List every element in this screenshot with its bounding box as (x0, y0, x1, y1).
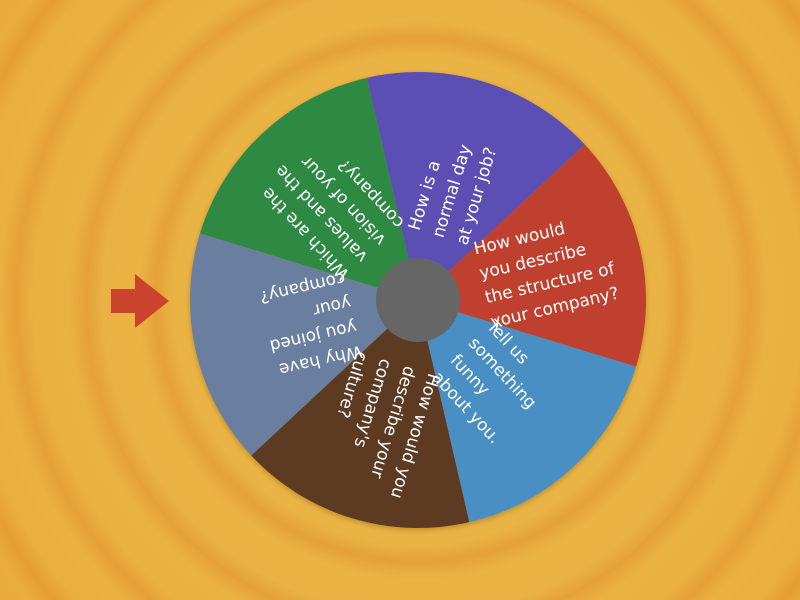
wheel-segment[interactable] (418, 300, 637, 523)
arrow-pointer-icon (111, 274, 169, 328)
wheel-segment[interactable] (251, 300, 470, 529)
wheel-segment[interactable] (189, 233, 418, 456)
wheel-segment[interactable] (199, 77, 418, 300)
wheel-segment[interactable] (366, 71, 585, 300)
wheel-hub[interactable] (376, 258, 460, 342)
wheel-segment[interactable] (418, 144, 647, 367)
